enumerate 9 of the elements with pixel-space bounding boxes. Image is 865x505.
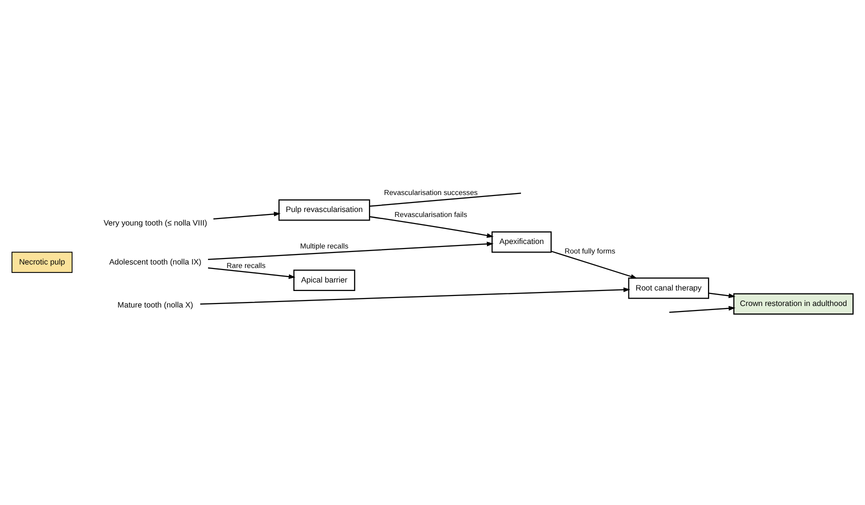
arrow [213,212,281,220]
arrow [551,250,638,279]
arrow [200,287,630,305]
arrow [708,292,736,298]
arrow [669,306,736,313]
connector [370,192,522,207]
arrow [370,216,494,238]
arrow [208,242,494,260]
arrow [208,267,296,279]
